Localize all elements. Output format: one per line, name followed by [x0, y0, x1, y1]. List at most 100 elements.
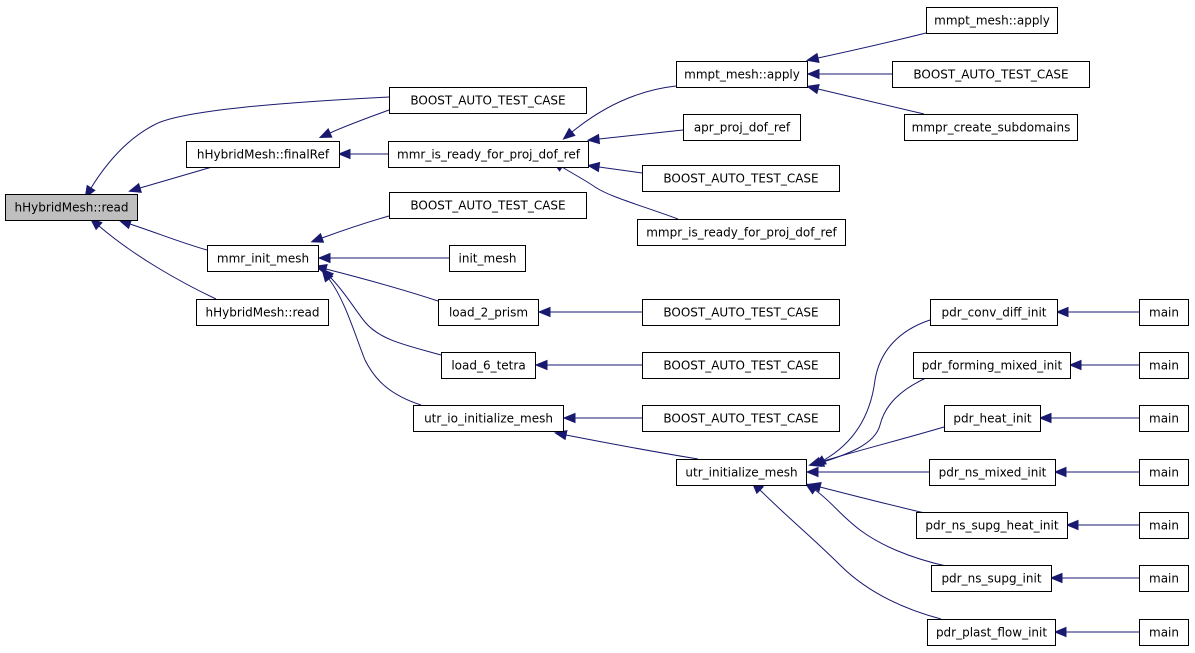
node-label: BOOST_AUTO_TEST_CASE [663, 412, 818, 426]
node-label: init_mesh [459, 252, 517, 266]
arrowhead-icon [318, 128, 333, 139]
node-box [413, 405, 564, 432]
node-load6[interactable]: load_6_tetra [441, 352, 536, 379]
edge-line [328, 278, 422, 406]
node-box [1139, 565, 1189, 592]
node-box [207, 245, 319, 272]
node-pdrform[interactable]: pdr_forming_mixed_init [913, 352, 1071, 379]
edge-line [321, 215, 390, 239]
arrowhead-icon [1053, 626, 1067, 638]
node-mmpt1[interactable]: mmpt_mesh::apply [676, 61, 808, 88]
edge-mmpt1-to-mmrready [562, 85, 677, 140]
edge-pdrnsh-to-utrinit [808, 481, 930, 515]
node-initmesh[interactable]: init_mesh [449, 245, 526, 272]
node-bt2[interactable]: BOOST_AUTO_TEST_CASE [389, 192, 587, 219]
node-box [944, 405, 1041, 432]
node-apr[interactable]: apr_proj_dof_ref [683, 114, 801, 141]
edge-main2-to-pdrform [1068, 359, 1139, 371]
arrowhead-icon [804, 483, 819, 495]
arrowhead-icon [806, 68, 820, 80]
node-box [1139, 459, 1189, 486]
node-pdrconv[interactable]: pdr_conv_diff_init [930, 299, 1058, 326]
edge-bt6-to-utrio [562, 412, 642, 424]
node-mmpt2[interactable]: mmpt_mesh::apply [926, 7, 1058, 34]
node-pdrnsh[interactable]: pdr_ns_supg_heat_init [916, 512, 1068, 539]
node-label: apr_proj_dof_ref [694, 121, 791, 135]
node-label: main [1149, 626, 1179, 640]
node-pdrnss[interactable]: pdr_ns_supg_init [931, 565, 1052, 592]
edge-line [819, 486, 930, 515]
node-box [1139, 512, 1189, 539]
node-root[interactable]: hHybridMesh::read [5, 194, 138, 221]
edge-line [817, 88, 925, 115]
node-box [449, 245, 526, 272]
arrowhead-icon [1049, 572, 1063, 584]
node-mmprready[interactable]: mmpr_is_ready_for_proj_dof_ref [637, 219, 846, 246]
node-load2[interactable]: load_2_prism [438, 299, 539, 326]
node-mmrinit[interactable]: mmr_init_mesh [207, 245, 319, 272]
node-box [892, 61, 1090, 88]
edge-initmesh-to-mmrinit [317, 252, 449, 264]
node-mmprcs[interactable]: mmpr_create_subdomains [904, 114, 1078, 141]
node-box [904, 114, 1078, 141]
node-box [1139, 405, 1189, 432]
node-hread2[interactable]: hHybridMesh::read [196, 299, 329, 326]
arrowhead-icon [534, 359, 548, 371]
node-bt3[interactable]: BOOST_AUTO_TEST_CASE [642, 165, 840, 192]
node-final[interactable]: hHybridMesh::finalRef [186, 141, 340, 168]
node-box [642, 352, 840, 379]
node-label: mmpr_is_ready_for_proj_dof_ref [646, 226, 837, 240]
edge-pdrconv-to-utrinit [813, 319, 931, 467]
node-main6[interactable]: main [1139, 565, 1189, 592]
node-bt6[interactable]: BOOST_AUTO_TEST_CASE [642, 405, 840, 432]
node-label: main [1149, 519, 1179, 533]
edge-mmprcs-to-mmpt1 [806, 83, 925, 115]
node-label: BOOST_AUTO_TEST_CASE [663, 172, 818, 186]
node-main7[interactable]: main [1139, 619, 1189, 646]
edge-pdrplast-to-utrinit [751, 481, 942, 620]
node-utrio[interactable]: utr_io_initialize_mesh [413, 405, 564, 432]
node-main3[interactable]: main [1139, 405, 1189, 432]
edge-pdrheat-to-utrinit [808, 426, 945, 467]
node-pdrplast[interactable]: pdr_plast_flow_init [927, 619, 1056, 646]
node-label: mmpt_mesh::apply [934, 14, 1050, 28]
node-label: BOOST_AUTO_TEST_CASE [410, 199, 565, 213]
edge-bt5-to-load6 [534, 359, 642, 371]
edge-load6-to-mmrinit [321, 268, 442, 356]
node-main4[interactable]: main [1139, 459, 1189, 486]
arrowhead-icon [321, 269, 334, 283]
arrowhead-icon [1055, 306, 1069, 318]
node-box [642, 299, 840, 326]
node-mmrready[interactable]: mmr_is_ready_for_proj_dof_ref [388, 141, 589, 168]
edge-main5-to-pdrnsh [1065, 519, 1139, 531]
node-utrinit[interactable]: utr_initialize_mesh [676, 459, 807, 486]
node-label: hHybridMesh::read [206, 306, 320, 320]
node-pdrheat[interactable]: pdr_heat_init [944, 405, 1041, 432]
node-bt7[interactable]: BOOST_AUTO_TEST_CASE [892, 61, 1090, 88]
node-pdrnsm[interactable]: pdr_ns_mixed_init [929, 459, 1056, 486]
edge-line [98, 225, 217, 300]
node-main1[interactable]: main [1139, 299, 1189, 326]
node-label: pdr_forming_mixed_init [922, 359, 1063, 373]
node-label: main [1149, 306, 1179, 320]
node-box [1139, 352, 1189, 379]
node-bt1[interactable]: BOOST_AUTO_TEST_CASE [389, 87, 587, 114]
node-main2[interactable]: main [1139, 352, 1189, 379]
arrowhead-icon [805, 466, 819, 478]
edge-pdrnss-to-utrinit [804, 483, 947, 567]
arrowhead-icon [806, 83, 820, 95]
node-label: pdr_plast_flow_init [936, 626, 1047, 640]
edge-line [817, 32, 927, 59]
node-box [438, 299, 539, 326]
node-label: mmr_init_mesh [217, 252, 309, 266]
node-main5[interactable]: main [1139, 512, 1189, 539]
edge-pdrnsm-to-utrinit [805, 466, 929, 478]
edge-mmpt2-to-mmpt1 [805, 32, 927, 64]
node-label: BOOST_AUTO_TEST_CASE [663, 306, 818, 320]
node-bt5[interactable]: BOOST_AUTO_TEST_CASE [642, 352, 840, 379]
node-box [929, 459, 1056, 486]
node-bt4[interactable]: BOOST_AUTO_TEST_CASE [642, 299, 840, 326]
node-box [916, 512, 1068, 539]
node-box [1139, 619, 1189, 646]
node-label: pdr_ns_supg_init [941, 572, 1041, 586]
